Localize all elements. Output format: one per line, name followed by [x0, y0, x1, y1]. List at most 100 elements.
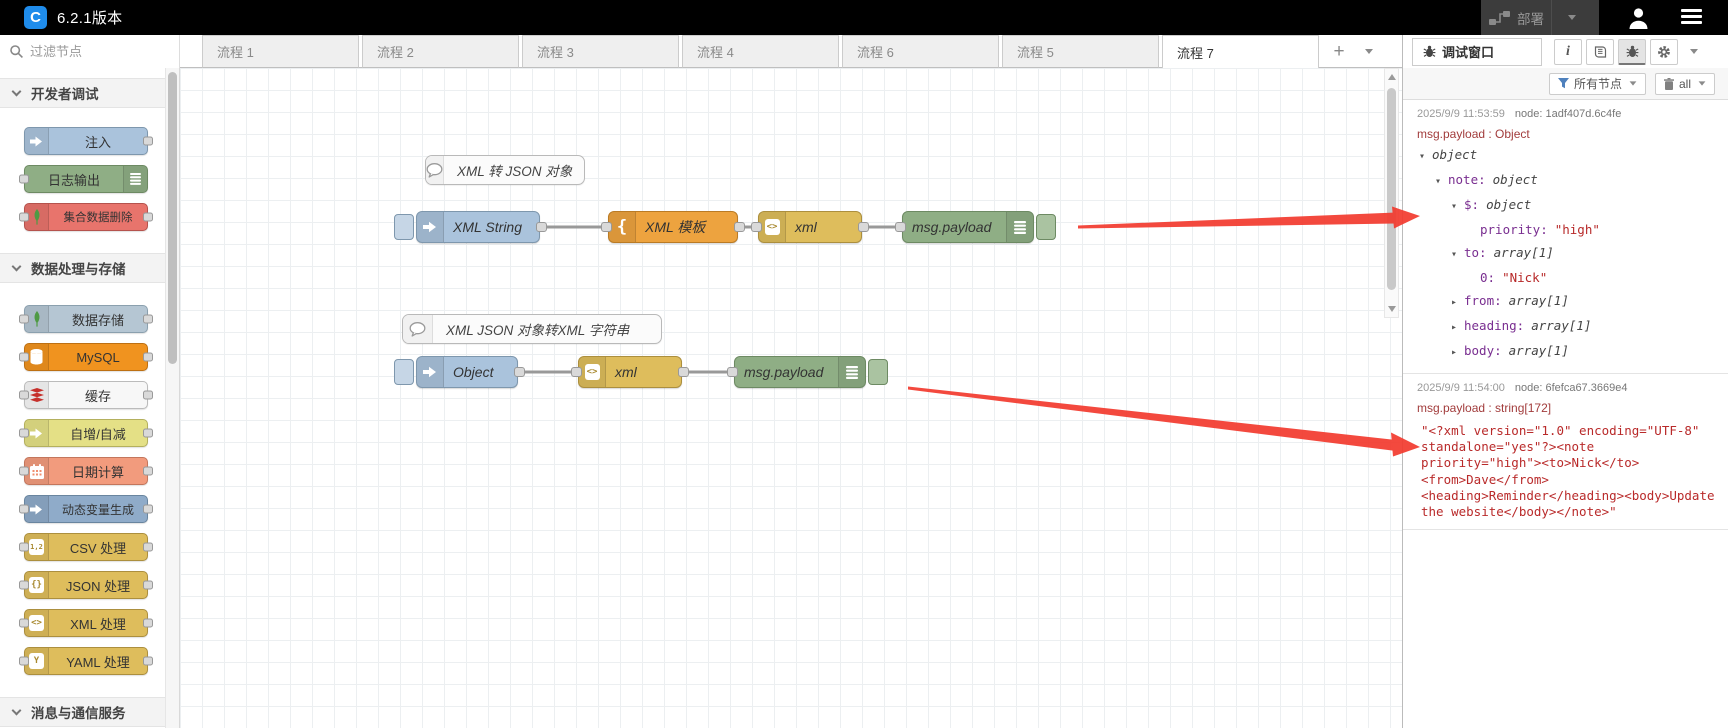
input-port[interactable] — [19, 618, 29, 628]
input-port[interactable] — [571, 367, 582, 377]
debug-toggle-button[interactable] — [868, 359, 888, 385]
input-port[interactable] — [19, 390, 29, 400]
scroll-up-arrow[interactable] — [1388, 74, 1396, 80]
input-port[interactable] — [19, 174, 29, 184]
node-xml-parser[interactable]: <>xml — [571, 356, 689, 388]
input-port[interactable] — [19, 542, 29, 552]
palette-node-mongo-delete[interactable]: 集合数据删除 — [19, 203, 153, 231]
palette-node-mysql[interactable]: MySQL — [19, 343, 153, 371]
comment-node-xml-to-json[interactable]: XML 转 JSON 对象 — [425, 155, 585, 185]
tree-caret[interactable]: ▾ — [1435, 176, 1442, 187]
node-debug-msg-payload[interactable]: msg.payload — [895, 211, 1056, 243]
palette-section-messaging[interactable]: 消息与通信服务 — [0, 697, 179, 727]
palette-section-data-storage[interactable]: 数据处理与存储 — [0, 253, 179, 283]
tree-caret[interactable]: ▸ — [1451, 347, 1458, 358]
search-input[interactable] — [30, 44, 160, 59]
output-port[interactable] — [143, 542, 153, 552]
output-port[interactable] — [678, 367, 689, 377]
canvas-scrollbar[interactable] — [1384, 68, 1399, 318]
flow-canvas[interactable]: XML 转 JSON 对象 XML String {XML 模板 <>xml m… — [180, 68, 1402, 728]
output-port[interactable] — [514, 367, 525, 377]
tab-flow-5[interactable]: 流程 5 — [1002, 35, 1159, 68]
node-xml-template[interactable]: {XML 模板 — [601, 211, 745, 243]
sidebar-collapse-caret[interactable] — [1690, 49, 1698, 54]
input-port[interactable] — [19, 352, 29, 362]
scrollbar-thumb[interactable] — [168, 72, 177, 364]
palette-node-cache[interactable]: 缓存 — [19, 381, 153, 409]
palette-node-dynamic-var[interactable]: 动态变量生成 — [19, 495, 153, 523]
output-port[interactable] — [143, 212, 153, 222]
inject-button[interactable] — [394, 214, 414, 240]
help-book-button[interactable] — [1586, 38, 1614, 65]
tab-flow-1[interactable]: 流程 1 — [202, 35, 359, 68]
palette-node-data-store[interactable]: 数据存储 — [19, 305, 153, 333]
output-port[interactable] — [143, 618, 153, 628]
debug-panel-button[interactable] — [1618, 38, 1646, 65]
output-port[interactable] — [143, 314, 153, 324]
user-icon[interactable] — [1627, 6, 1650, 29]
deploy-options-caret[interactable] — [1551, 0, 1576, 35]
inject-button[interactable] — [394, 359, 414, 385]
tab-debug-sidebar[interactable]: 调试窗口 — [1412, 37, 1542, 66]
input-port[interactable] — [19, 314, 29, 324]
tree-caret[interactable]: ▾ — [1419, 151, 1426, 162]
output-port[interactable] — [143, 428, 153, 438]
settings-gear-button[interactable] — [1650, 38, 1678, 65]
node-inject-object[interactable]: Object — [394, 356, 525, 388]
add-flow-button[interactable]: + — [1333, 40, 1345, 62]
input-port[interactable] — [19, 504, 29, 514]
output-port[interactable] — [536, 222, 547, 232]
palette-node-date-calc[interactable]: 日期计算 — [19, 457, 153, 485]
node-xml-parser[interactable]: <>xml — [751, 211, 869, 243]
tab-flow-6[interactable]: 流程 6 — [842, 35, 999, 68]
palette-node-inject[interactable]: 注入 — [24, 127, 153, 155]
output-port[interactable] — [143, 504, 153, 514]
tree-caret[interactable]: ▸ — [1451, 297, 1458, 308]
tab-flow-2[interactable]: 流程 2 — [362, 35, 519, 68]
input-port[interactable] — [895, 222, 906, 232]
palette-node-json[interactable]: {}JSON 处理 — [19, 571, 153, 599]
input-port[interactable] — [751, 222, 762, 232]
palette-node-log-output[interactable]: 日志输出 — [19, 165, 148, 193]
tab-flow-7-active[interactable]: 流程 7 — [1162, 35, 1319, 69]
info-button[interactable]: i — [1554, 38, 1582, 65]
input-port[interactable] — [19, 580, 29, 590]
palette-scrollbar[interactable] — [165, 68, 179, 728]
output-port[interactable] — [143, 136, 153, 146]
input-port[interactable] — [19, 212, 29, 222]
input-port[interactable] — [601, 222, 612, 232]
tab-flow-4[interactable]: 流程 4 — [682, 35, 839, 68]
scrollbar-thumb[interactable] — [1387, 88, 1396, 290]
palette-node-incr-decr[interactable]: 自增/自减 — [19, 419, 153, 447]
input-port[interactable] — [19, 466, 29, 476]
comment-node-json-to-xml[interactable]: XML JSON 对象转XML 字符串 — [402, 314, 662, 344]
node-inject-xml-string[interactable]: XML String — [394, 211, 547, 243]
input-port[interactable] — [727, 367, 738, 377]
output-port[interactable] — [143, 466, 153, 476]
tree-caret[interactable]: ▾ — [1451, 201, 1458, 212]
input-port[interactable] — [19, 656, 29, 666]
deploy-button[interactable]: 部署 — [1481, 0, 1599, 35]
output-port[interactable] — [143, 390, 153, 400]
main-menu-icon[interactable] — [1681, 9, 1702, 28]
output-port[interactable] — [143, 656, 153, 666]
output-port[interactable] — [734, 222, 745, 232]
scroll-down-arrow[interactable] — [1388, 306, 1396, 312]
tree-caret[interactable]: ▸ — [1451, 322, 1458, 333]
node-debug-msg-payload[interactable]: msg.payload — [727, 356, 888, 388]
tab-flow-3[interactable]: 流程 3 — [522, 35, 679, 68]
palette-node-xml[interactable]: <>XML 处理 — [19, 609, 153, 637]
output-port[interactable] — [143, 580, 153, 590]
tab-list-caret[interactable] — [1356, 35, 1382, 68]
filter-nodes-button[interactable]: 所有节点 — [1548, 72, 1646, 95]
input-port[interactable] — [19, 428, 29, 438]
palette-search[interactable] — [0, 35, 180, 68]
clear-debug-button[interactable]: all — [1654, 72, 1715, 95]
debug-toggle-button[interactable] — [1036, 214, 1056, 240]
output-port[interactable] — [143, 352, 153, 362]
output-port[interactable] — [858, 222, 869, 232]
